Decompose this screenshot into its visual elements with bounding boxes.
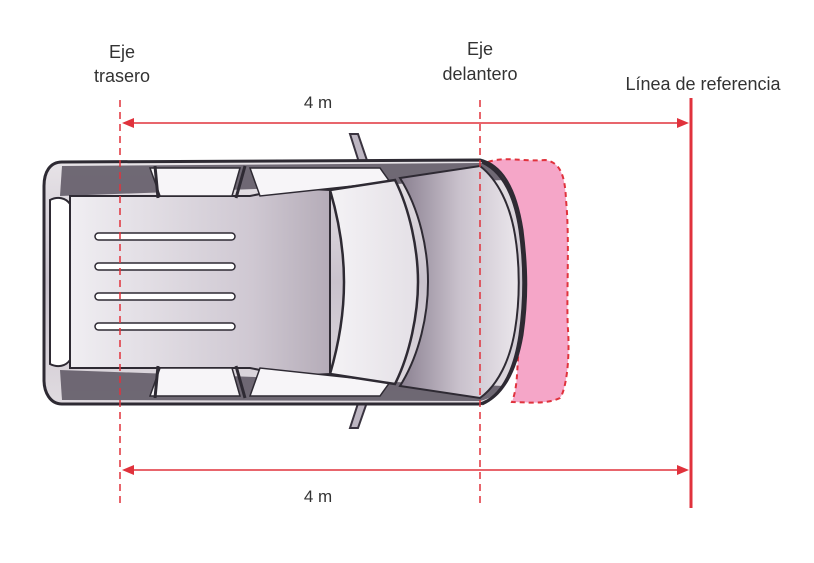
windshield <box>328 178 420 386</box>
roof-rail <box>94 322 236 331</box>
top-distance-arrow <box>122 118 689 128</box>
top-distance-label: 4 m <box>304 93 332 112</box>
bottom-rear-side-window <box>148 367 241 397</box>
bottom-c-pillar <box>234 365 247 399</box>
top-c-pillar <box>234 165 247 199</box>
bottom-distance-label: 4 m <box>304 487 332 506</box>
front-axle-label-line1: Eje <box>467 39 493 59</box>
reference-line-label: Línea de referencia <box>625 74 781 94</box>
bottom-b-pillar <box>153 365 160 399</box>
roof-rail <box>94 262 236 271</box>
hood <box>398 164 520 400</box>
car-top-view <box>42 133 528 429</box>
rear-window <box>49 196 71 368</box>
roof-rail <box>94 232 236 241</box>
bottom-distance-arrow <box>122 465 689 475</box>
top-rear-side-window <box>148 167 241 197</box>
roof-rail <box>94 292 236 301</box>
top-b-pillar <box>153 165 160 199</box>
rear-axle-label-line1: Eje <box>109 42 135 62</box>
front-bumper <box>481 160 526 406</box>
car-roof <box>69 186 331 378</box>
front-axle-label-line2: delantero <box>442 64 517 84</box>
rear-axle-label-line2: trasero <box>94 66 150 86</box>
